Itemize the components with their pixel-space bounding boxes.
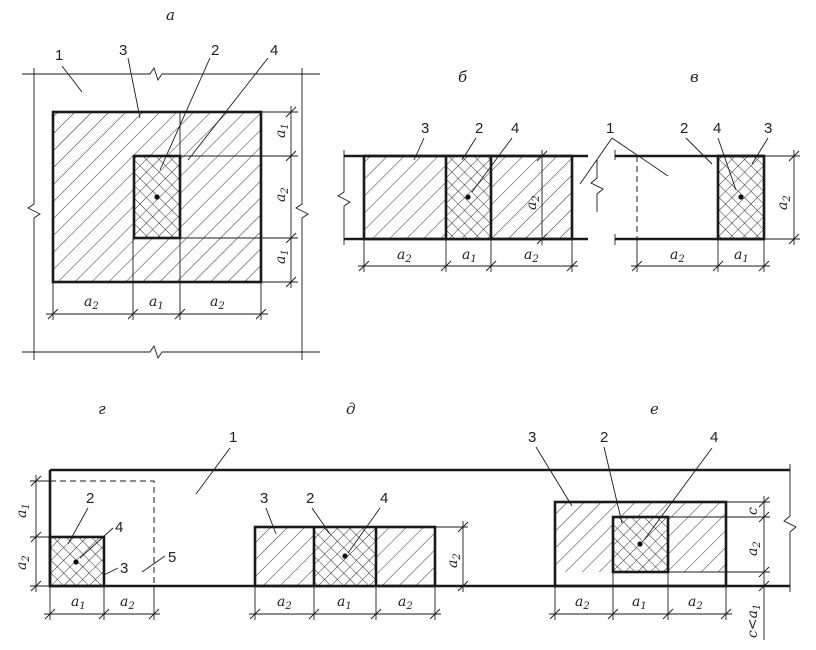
svg-text:a2: a2: [670, 247, 685, 265]
panel-b: б 3 2 4 a2 a2 a1 a2: [337, 68, 588, 272]
load-point-4-v: [738, 194, 744, 200]
slab-bottom-break-line: [22, 344, 320, 360]
load-point-4-e: [637, 541, 643, 547]
slab-right-break-line: [295, 68, 309, 360]
callout-3-v: 3: [764, 120, 772, 137]
svg-text:a1: a1: [149, 294, 164, 312]
svg-text:a2: a2: [398, 594, 413, 612]
dashed-area-5: [50, 480, 155, 586]
svg-text:a2: a2: [775, 195, 793, 210]
panel-label-b: б: [458, 68, 468, 86]
svg-text:a1: a1: [14, 503, 32, 518]
svg-text:a2: a2: [524, 247, 539, 265]
svg-text:a2: a2: [84, 294, 99, 312]
callout-3: 3: [119, 42, 127, 59]
callout-1-v: 1: [606, 120, 614, 137]
callout-2-v: 2: [680, 120, 688, 137]
svg-text:a1: a1: [632, 594, 647, 612]
callout-2-g: 2: [86, 490, 94, 507]
callout-4-v: 4: [713, 120, 721, 137]
svg-text:a2: a2: [397, 247, 412, 265]
svg-text:a1: a1: [273, 123, 291, 138]
load-point-4-g: [73, 559, 79, 565]
slab-left-break-line: [27, 68, 41, 360]
svg-text:a1: a1: [71, 594, 86, 612]
svg-text:a2: a2: [688, 594, 703, 612]
svg-text:a1: a1: [273, 249, 291, 264]
callout-4-d: 4: [380, 490, 388, 507]
callout-2-e: 2: [600, 429, 608, 446]
svg-text:a1: a1: [734, 247, 749, 265]
svg-text:a1: a1: [337, 594, 352, 612]
callout-4-b: 4: [511, 120, 519, 137]
callout-4-e: 4: [710, 429, 718, 446]
callout-2-b: 2: [475, 120, 483, 137]
svg-text:a2: a2: [575, 594, 590, 612]
panel-label-a: а: [166, 6, 175, 24]
panel-e: е 3 2 4 c a2 c<a1 a2 a1: [528, 400, 770, 640]
svg-text:a1: a1: [462, 247, 477, 265]
panel-d: д 3 2 4 a2 a2 a1 a2: [249, 400, 469, 620]
svg-text:a2: a2: [277, 594, 292, 612]
svg-text:a2: a2: [745, 541, 763, 556]
callout-3-e: 3: [528, 429, 536, 446]
slab-top-break-line: [22, 66, 320, 82]
svg-text:a2: a2: [14, 555, 32, 570]
dim-c-lt-a1: c<a1: [745, 604, 763, 638]
panel-a: а 1 3 2 4 a1 a2: [22, 6, 320, 360]
callout-1: 1: [55, 47, 63, 64]
panel-label-g: г: [98, 400, 106, 418]
svg-text:a2: a2: [273, 187, 291, 202]
svg-text:a2: a2: [210, 294, 225, 312]
svg-text:a2: a2: [445, 553, 463, 568]
callout-5: 5: [168, 549, 176, 566]
loaded-area-outline: [51, 110, 263, 284]
svg-text:a2: a2: [524, 195, 542, 210]
callout-1-slab: 1: [229, 429, 237, 446]
panel-label-d: д: [346, 400, 356, 418]
load-point-4: [154, 194, 160, 200]
callout-2-d: 2: [306, 490, 314, 507]
callout-3-g: 3: [120, 560, 128, 577]
callout-4: 4: [270, 42, 278, 59]
callout-4-g: 4: [115, 519, 123, 536]
panel-label-e: е: [650, 400, 659, 418]
callout-3-d: 3: [260, 490, 268, 507]
load-point-4-b: [465, 194, 471, 200]
load-point-4-d: [342, 553, 348, 559]
svg-text:a2: a2: [120, 594, 135, 612]
dim-c: c: [745, 507, 761, 515]
callout-2: 2: [211, 42, 219, 59]
hatched-area-3-b: [364, 156, 446, 239]
panel-label-v: в: [690, 68, 699, 86]
panel-v: в 1 2 4 3 a2 a2 a1: [579, 68, 800, 272]
callout-3-b: 3: [421, 120, 429, 137]
